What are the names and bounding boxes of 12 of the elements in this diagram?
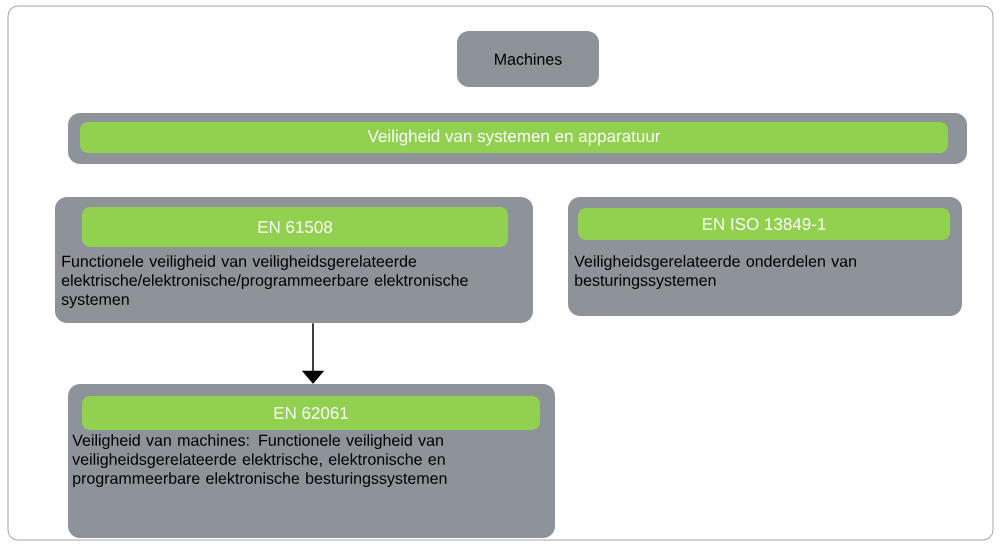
header-bar: EN 61508 <box>82 207 508 247</box>
rounded-box: Machines <box>457 31 599 87</box>
body-text: Functionele veiligheid van veiligheidsgerelateerde elektrische/elektronische/programmeerbare elektronische systemen <box>61 255 468 309</box>
body-text: Veiligheidsgerelateerde onderdelen van besturingssystemen <box>574 255 856 290</box>
body-text: Veiligheid van machines: Functionele veiligheid van veiligheidsgerelateerde elektrische, elektronische en programmeerbare elektronische besturingssystemen <box>72 434 447 488</box>
standard-box <box>568 197 962 316</box>
standard-box <box>68 384 555 538</box>
header-bar: EN ISO 13849-1 <box>578 208 950 240</box>
band <box>68 113 967 164</box>
standard-box <box>55 197 533 323</box>
header-bar: EN 62061 <box>82 396 540 430</box>
header-bar: Veiligheid van systemen en apparatuur <box>80 122 948 153</box>
